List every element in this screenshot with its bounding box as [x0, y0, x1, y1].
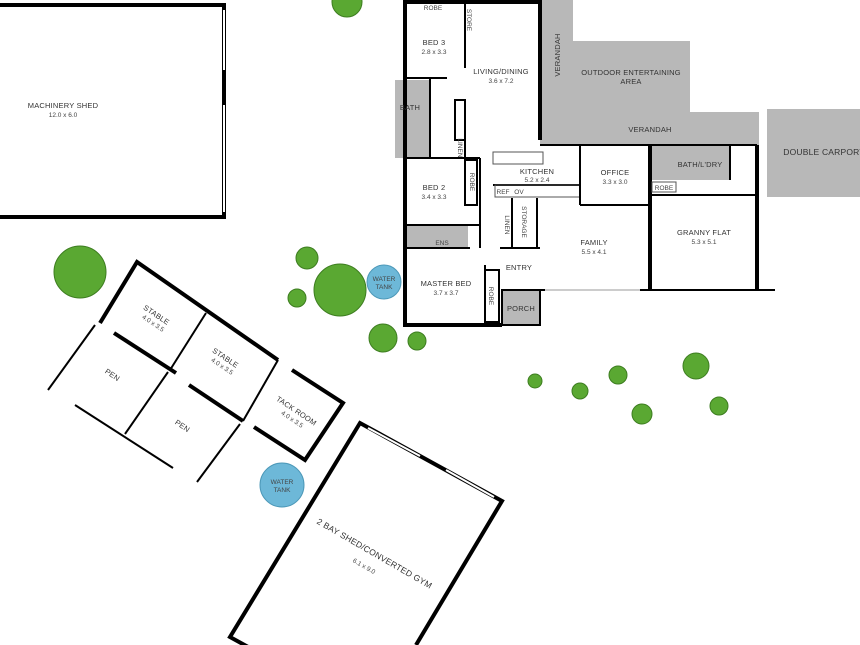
- room-label: KITCHEN: [520, 167, 554, 176]
- robe-label: ROBE: [487, 287, 494, 306]
- room-dimensions: 12.0 x 6.0: [49, 112, 78, 119]
- bath-laundry-floor: [650, 145, 730, 180]
- room-label: LIVING/DINING: [473, 67, 529, 76]
- room-label: 2 BAY SHED/CONVERTED GYM: [315, 516, 434, 590]
- room-dimensions: 3.6 x 7.2: [489, 78, 514, 85]
- room-dimensions: 6.1 x 9.0: [351, 557, 376, 576]
- robe-label: ROBE: [424, 5, 443, 12]
- room-dimensions: 3.3 x 3.0: [603, 179, 628, 186]
- room-label: MASTER BED: [421, 279, 472, 288]
- tree-icon: [313, 263, 367, 317]
- tank-label: TANK: [274, 487, 292, 494]
- tree-icon: [608, 365, 628, 385]
- room-label: BED 3: [423, 38, 446, 47]
- outdoor-area-label: OUTDOOR ENTERTAINING: [581, 68, 681, 77]
- store-label: STORE: [465, 9, 472, 32]
- room-label: BATH/L'DRY: [678, 160, 723, 169]
- robe-label: ROBE: [655, 185, 674, 192]
- tank-label: WATER: [271, 479, 294, 486]
- tree-icon: [709, 396, 729, 416]
- room-dimensions: 3.4 x 3.3: [422, 194, 447, 201]
- oven-label: OV: [514, 189, 524, 196]
- linen-label: LINEN: [456, 138, 463, 157]
- room-dimensions: 3.7 x 3.7: [434, 290, 459, 297]
- verandah-label: VERANDAH: [628, 125, 671, 134]
- room-dimensions: 5.3 x 5.1: [692, 239, 717, 246]
- tree-icon: [53, 245, 107, 299]
- verandah: [540, 112, 759, 145]
- robe-label: ROBE: [468, 173, 475, 192]
- tree-icon: [295, 246, 319, 270]
- tree-icon: [571, 382, 589, 400]
- linen-label: LINEN: [503, 215, 510, 234]
- tree-icon: [631, 403, 653, 425]
- fridge-label: REF: [497, 189, 510, 196]
- outdoor-area-label-2: AREA: [620, 77, 641, 86]
- room-label: PORCH: [507, 304, 535, 313]
- room-dimensions: 2.8 x 3.3: [422, 49, 447, 56]
- gym-shed: 2 BAY SHED/CONVERTED GYM 6.1 x 9.0: [227, 420, 505, 645]
- room-label: GRANNY FLAT: [677, 228, 731, 237]
- storage-label: STORAGE: [520, 206, 527, 238]
- room-label: PEN: [173, 418, 191, 434]
- room-dimensions: 5.5 x 4.1: [582, 249, 607, 256]
- outdoor-entertaining-area: [572, 41, 690, 113]
- covered-areas: VERANDAH OUTDOOR ENTERTAINING AREA VERAN…: [395, 0, 860, 325]
- double-carport: [767, 109, 860, 197]
- water-tank-2: WATER TANK: [259, 462, 305, 508]
- bath-floor: [395, 80, 430, 158]
- room-label: ENTRY: [506, 263, 532, 272]
- machinery-shed: MACHINERY SHED 12.0 x 6.0: [0, 3, 226, 219]
- tree-icon: [407, 331, 427, 351]
- house-walls: [403, 0, 775, 327]
- tree-icon: [527, 373, 543, 389]
- trees: [53, 0, 729, 425]
- room-label: FAMILY: [580, 238, 607, 247]
- tank-label: WATER: [373, 276, 396, 283]
- room-dimensions: 5.2 x 2.4: [525, 177, 550, 184]
- house-labels: ROBE STORE BED 3 2.8 x 3.3 LIVING/DINING…: [400, 5, 731, 313]
- tree-icon: [331, 0, 363, 18]
- room-label: MACHINERY SHED: [28, 101, 99, 110]
- tank-label: TANK: [376, 284, 394, 291]
- ensuite-floor: [406, 226, 468, 248]
- room-label: PEN: [103, 367, 121, 383]
- carport-label: DOUBLE CARPORT: [783, 147, 860, 157]
- room-label: OFFICE: [601, 168, 630, 177]
- tree-icon: [682, 352, 710, 380]
- room-label: ENS: [435, 240, 449, 247]
- water-tank-1: WATER TANK: [366, 264, 402, 300]
- porch-floor: [503, 291, 540, 325]
- verandah-label: VERANDAH: [553, 33, 562, 76]
- room-label: BED 2: [423, 183, 446, 192]
- tree-icon: [287, 288, 307, 308]
- room-label: BATH: [400, 103, 420, 112]
- tree-icon: [368, 323, 398, 353]
